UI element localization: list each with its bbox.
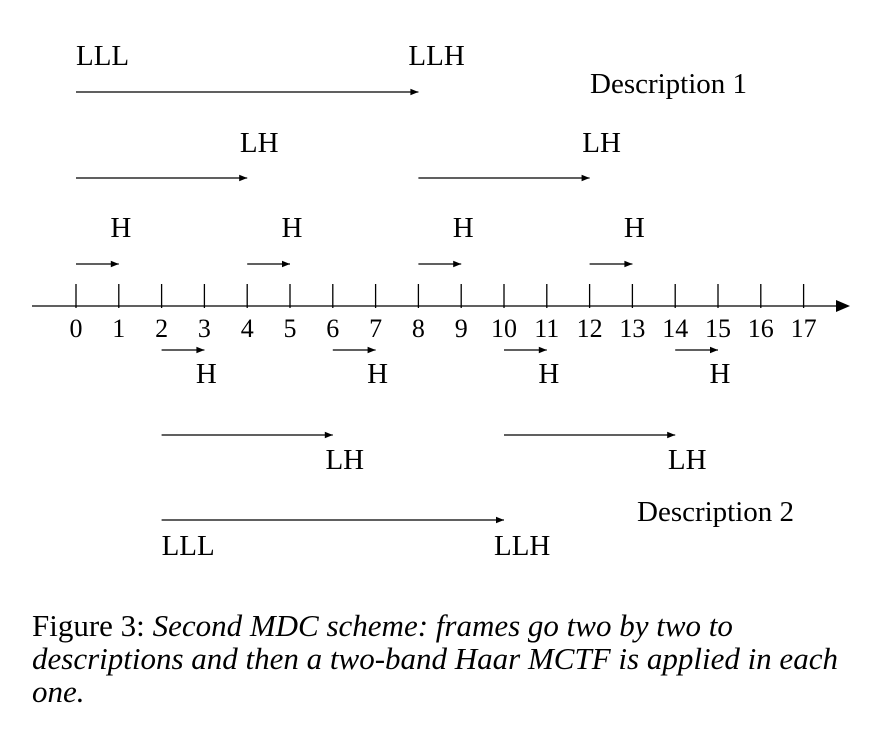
tick-label: 12 (577, 314, 603, 343)
tick-label: 2 (155, 314, 168, 343)
tick-label: 13 (619, 314, 645, 343)
tick-label: 6 (326, 314, 339, 343)
tick-label: 9 (455, 314, 468, 343)
axis-arrowhead (836, 300, 850, 312)
tick-label: 0 (70, 314, 83, 343)
tick-label: 7 (369, 314, 382, 343)
label-lh: LH (582, 127, 621, 159)
label-h: H (196, 358, 217, 390)
tick-label: 8 (412, 314, 425, 343)
tick-label: 14 (662, 314, 688, 343)
tick-label: 16 (748, 314, 774, 343)
tick-label: 17 (791, 314, 817, 343)
label-lh: LH (325, 444, 364, 476)
label-lh: LH (668, 444, 707, 476)
tick-label: 11 (534, 314, 559, 343)
label-h: H (624, 212, 645, 244)
label-llh: LLH (494, 530, 550, 562)
tick-label: 10 (491, 314, 517, 343)
description-2-label: Description 2 (637, 496, 794, 528)
tick-label: 4 (241, 314, 254, 343)
label-h: H (710, 358, 731, 390)
description-1-label: Description 1 (590, 68, 747, 100)
label-h: H (282, 212, 303, 244)
label-lll: LLL (162, 530, 215, 562)
label-h: H (110, 212, 131, 244)
tick-label: 3 (198, 314, 211, 343)
figure-caption: Figure 3: Second MDC scheme: frames go t… (32, 609, 842, 708)
caption-prefix: Figure 3: (32, 608, 145, 643)
tick-label: 1 (112, 314, 125, 343)
tick-label: 15 (705, 314, 731, 343)
label-h: H (453, 212, 474, 244)
tick-label: 5 (284, 314, 297, 343)
label-h: H (367, 358, 388, 390)
label-lh: LH (240, 127, 279, 159)
transform-arrows: LLL LLH LH LH H H H H H H H H LH LH LLL LLH (76, 40, 731, 562)
label-h: H (538, 358, 559, 390)
caption-text: Second MDC scheme: frames go two by two … (32, 608, 838, 709)
label-lll: LLL (76, 40, 129, 72)
label-llh: LLH (408, 40, 464, 72)
